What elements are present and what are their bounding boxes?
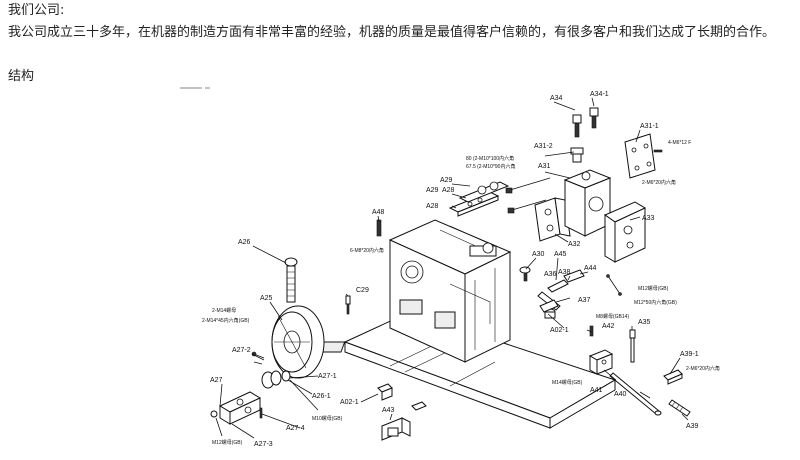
bolt-a27-4 bbox=[259, 407, 263, 419]
handwheel-a25 bbox=[271, 305, 325, 379]
post-a35 bbox=[629, 329, 636, 363]
bracket-a27 bbox=[218, 391, 262, 425]
pin-a48 bbox=[376, 219, 382, 237]
note-2-m14: 2-M14螺母 bbox=[212, 307, 236, 314]
label-a28-2: A28 bbox=[426, 203, 439, 210]
label-a31-1: A31-1 bbox=[640, 123, 659, 130]
screw-a39 bbox=[668, 399, 691, 417]
right-small-parts bbox=[519, 266, 622, 319]
washer-a27-3 bbox=[210, 410, 218, 418]
exploded-view-drawing: A34 A34-1 A31-1 A31-2 A31 A29 A29 A28 A2… bbox=[180, 87, 720, 448]
label-a32: A32 bbox=[568, 241, 581, 248]
machine-exploded-diagram: A34 A34-1 A31-1 A31-2 A31 A29 A29 A28 A2… bbox=[150, 80, 800, 460]
label-a43: A43 bbox=[382, 407, 395, 414]
label-a44: A44 bbox=[584, 265, 597, 272]
label-a27-2: A27-2 bbox=[232, 347, 251, 354]
label-a34: A34 bbox=[550, 95, 563, 102]
note-m14-nut: M14螺母(GB) bbox=[552, 379, 583, 386]
label-a42: A42 bbox=[602, 323, 615, 330]
label-a26: A26 bbox=[238, 239, 251, 246]
note-m12x50: M12*50内六角(GB) bbox=[634, 299, 677, 306]
label-a27-4: A27-4 bbox=[286, 425, 305, 432]
main-housing bbox=[388, 219, 512, 363]
nut-a31-2 bbox=[570, 147, 584, 163]
block-a02-1 bbox=[377, 383, 393, 401]
label-a41: A41 bbox=[590, 387, 603, 394]
note-m12-nut-b: M12螺母(GB) bbox=[212, 439, 243, 446]
label-a27-3: A27-3 bbox=[254, 441, 273, 448]
small-block bbox=[411, 401, 427, 411]
label-a39: A39 bbox=[686, 423, 699, 430]
bracket-a43 bbox=[381, 417, 411, 441]
side-plate-a33 bbox=[603, 201, 647, 263]
cover-plate-a28 bbox=[448, 191, 500, 217]
label-a35: A35 bbox=[638, 319, 651, 326]
label-a34-1: A34-1 bbox=[590, 91, 609, 98]
bolt-a34-1 bbox=[589, 107, 599, 129]
note-2-m14x45: 2-M14*45内六角(GB) bbox=[202, 317, 250, 324]
label-a25: A25 bbox=[260, 295, 273, 302]
plate-a31-1 bbox=[624, 133, 663, 179]
label-a28-1: A28 bbox=[442, 187, 455, 194]
structure-heading: 结构 bbox=[8, 69, 35, 84]
label-c29: C29 bbox=[356, 287, 369, 294]
note-67-m10: 67.5 (2-M10*90内六角 bbox=[466, 163, 515, 170]
label-a37: A37 bbox=[578, 297, 591, 304]
shaft-a40 bbox=[609, 372, 662, 416]
fastener-notes: 4-M6*12 F 2-M6*20内六角 80 (2-M10*100内六角 67… bbox=[202, 140, 720, 446]
note-6-m8x20: 6-M8*20内六角 bbox=[350, 247, 384, 254]
shaft-assembly-a27 bbox=[251, 351, 291, 389]
label-a40: A40 bbox=[614, 391, 627, 398]
note-80-m10: 80 (2-M10*100内六角 bbox=[466, 155, 514, 162]
company-intro-paragraph: 我公司成立三十多年，在机器的制造方面有非常丰富的经验，机器的质量是最值得客户信赖… bbox=[8, 25, 776, 40]
nut-a39-1 bbox=[663, 369, 683, 385]
bracket-a41 bbox=[588, 349, 614, 375]
label-a39-1: A39-1 bbox=[680, 351, 699, 358]
label-a02-1: A02-1 bbox=[550, 327, 569, 334]
label-a26-1: A26-1 bbox=[312, 393, 331, 400]
handle-a26 bbox=[284, 257, 298, 303]
label-a02-1-lower: A02-1 bbox=[340, 399, 359, 406]
leader-lines bbox=[215, 97, 689, 439]
label-a31-2: A31-2 bbox=[534, 143, 553, 150]
label-a29-2: A29 bbox=[426, 187, 439, 194]
label-a36: A36 bbox=[544, 271, 557, 278]
note-m10-nut: M10螺母(GB) bbox=[312, 415, 343, 422]
note-2-m6x20-b: 2-M6*20内六角 bbox=[686, 365, 720, 372]
note-2-m6x20: 2-M6*20内六角 bbox=[642, 179, 676, 186]
cover-plate-a29 bbox=[458, 181, 510, 203]
label-a27: A27 bbox=[210, 377, 223, 384]
label-a31: A31 bbox=[538, 163, 551, 170]
label-a48: A48 bbox=[372, 209, 385, 216]
block-a31 bbox=[563, 169, 612, 237]
note-4-m6x12: 4-M6*12 F bbox=[668, 140, 691, 146]
label-a33: A33 bbox=[642, 215, 655, 222]
label-a38: A38 bbox=[558, 269, 571, 276]
note-m8-nut: M8螺母(GB14) bbox=[596, 313, 629, 320]
block-a02-1-right bbox=[539, 299, 559, 313]
part-labels: A34 A34-1 A31-1 A31-2 A31 A29 A29 A28 A2… bbox=[210, 91, 699, 448]
company-heading: 我们公司: bbox=[8, 3, 65, 18]
note-m12-nut: M12螺母(GB) bbox=[638, 285, 669, 292]
bolt-a34 bbox=[572, 114, 582, 138]
label-a29-1: A29 bbox=[440, 177, 453, 184]
pin-c29 bbox=[345, 295, 351, 315]
label-a45: A45 bbox=[554, 251, 567, 258]
label-a27-1: A27-1 bbox=[318, 373, 337, 380]
label-a30: A30 bbox=[532, 251, 545, 258]
long-bolts bbox=[505, 177, 551, 214]
